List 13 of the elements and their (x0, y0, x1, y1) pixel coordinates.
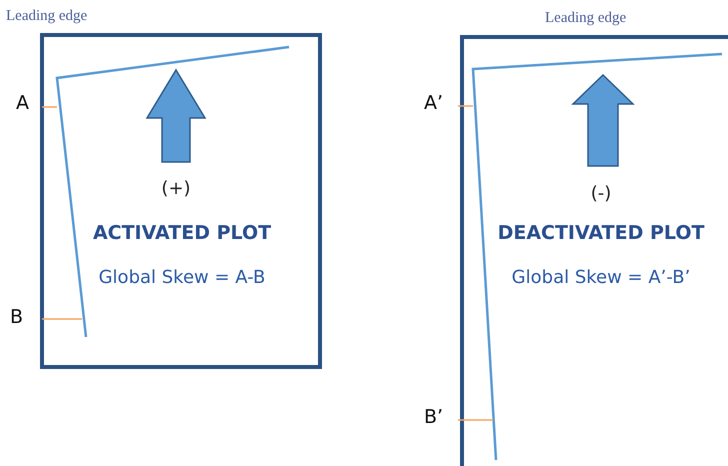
sign-label: (+) (161, 178, 191, 199)
point-label: B (10, 306, 24, 328)
point-label: B’ (424, 406, 444, 428)
point-label: A’ (424, 92, 444, 114)
skew-formula: Global Skew = A-B (98, 267, 266, 288)
plot-title: DEACTIVATED PLOT (498, 222, 704, 244)
point-label: A (16, 92, 29, 114)
sign-label: (-) (590, 183, 612, 204)
skew-formula: Global Skew = A’-B’ (512, 267, 690, 288)
plot-title: ACTIVATED PLOT (92, 222, 272, 244)
node-label: Leading edge (6, 8, 88, 25)
node-label: Leading edge (545, 10, 626, 27)
plot-frame (40, 33, 322, 369)
